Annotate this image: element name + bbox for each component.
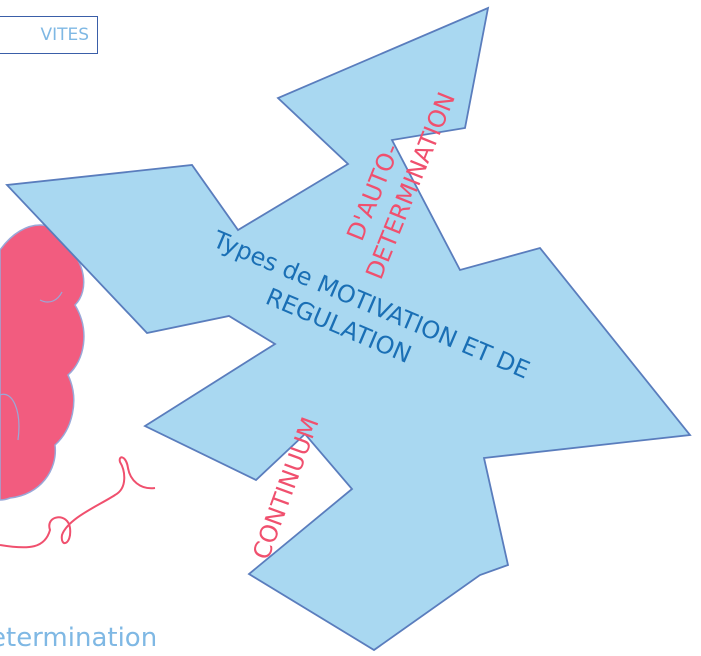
top-box-label: VITES xyxy=(40,25,89,45)
four-way-arrow xyxy=(5,6,692,652)
bottom-caption-text: etermination xyxy=(0,623,158,653)
cloud-shape xyxy=(0,224,85,501)
red-squiggle xyxy=(0,456,156,549)
pink-cloud xyxy=(0,224,85,501)
cloud-inner-curve-2 xyxy=(39,291,63,303)
bottom-caption: etermination xyxy=(0,620,190,656)
cloud-inner-curve xyxy=(0,393,20,441)
top-box: VITES xyxy=(0,16,98,54)
